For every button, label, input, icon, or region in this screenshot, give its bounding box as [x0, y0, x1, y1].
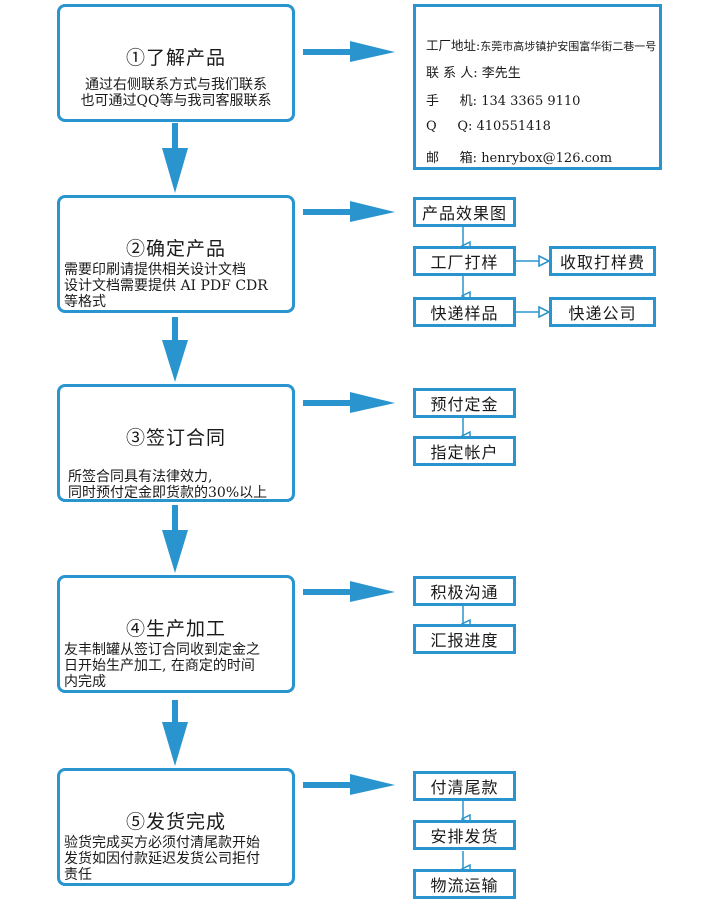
step2-boxes-arrow	[303, 201, 395, 222]
phone-value: 134 3365 9110	[481, 94, 581, 109]
address-label: 工厂地址:	[426, 38, 481, 53]
step-delivery: ⑤发货完成 验货完成买方必须付清尾款开始 发货如因付款延迟发货公司拒付 责任	[57, 768, 295, 886]
box-designated-account: 指定帐户	[413, 436, 516, 466]
box-product-effect: 产品效果图	[413, 197, 516, 227]
address-value: 东莞市高埗镇护安围富华街二巷一号	[480, 40, 657, 53]
step1-to-step2-arrow	[162, 123, 188, 193]
step-description: 通过右侧联系方式与我们联系 也可通过QQ等与我司客服联系	[80, 77, 272, 109]
step-description: 需要印刷请提供相关设计文档 设计文档需要提供 AI PDF CDR 等格式	[64, 262, 268, 310]
phone-label: 手 机:	[426, 94, 478, 109]
contact-person-row: 联 系 人: 李先生	[426, 62, 521, 81]
step4-to-step5-arrow	[162, 700, 188, 766]
box-express-sample: 快递样品	[413, 297, 516, 327]
step-description: 友丰制罐从签订合同收到定金之 日开始生产加工, 在商定的时间 内完成	[64, 642, 260, 690]
step-production: ④生产加工 友丰制罐从签订合同收到定金之 日开始生产加工, 在商定的时间 内完成	[57, 575, 295, 693]
step1-contact-arrow	[303, 41, 395, 62]
step2-to-step3-arrow	[162, 317, 188, 382]
step5-boxes-arrow	[303, 774, 395, 795]
main-flow-arrows	[162, 123, 188, 766]
step-description: 验货完成买方必须付清尾款开始 发货如因付款延迟发货公司拒付 责任	[64, 835, 260, 883]
step-title: ⑤发货完成	[125, 811, 226, 833]
step-sign-contract: ③签订合同 所签合同具有法律效力, 同时预付定金即货款的30%以上	[57, 384, 295, 502]
step-understand-product: ①了解产品 通过右侧联系方式与我们联系 也可通过QQ等与我司客服联系	[57, 4, 295, 122]
qq-row: Q Q: 410551418	[426, 119, 551, 134]
email-value: henrybox@126.com	[481, 151, 613, 166]
step-title: ②确定产品	[125, 238, 226, 260]
box-arrange-shipment: 安排发货	[413, 820, 516, 850]
step-title: ①了解产品	[125, 47, 226, 69]
step3-to-step4-arrow	[162, 505, 188, 573]
small-connectors	[463, 226, 548, 869]
box-prepay-deposit: 预付定金	[413, 388, 516, 418]
box-report-progress: 汇报进度	[413, 624, 516, 654]
step-title: ③签订合同	[125, 427, 226, 449]
step-confirm-product: ②确定产品 需要印刷请提供相关设计文档 设计文档需要提供 AI PDF CDR …	[57, 195, 295, 313]
box-logistics: 物流运输	[413, 869, 516, 899]
email-row: 邮 箱: henrybox@126.com	[426, 147, 612, 166]
contact-person-value: 李先生	[481, 66, 521, 81]
step4-boxes-arrow	[303, 581, 395, 602]
email-label: 邮 箱:	[426, 151, 478, 166]
box-express-company: 快递公司	[549, 297, 656, 327]
box-final-payment: 付清尾款	[413, 771, 516, 801]
side-arrows	[303, 41, 395, 795]
step3-boxes-arrow	[303, 392, 395, 413]
qq-label: Q Q:	[426, 119, 473, 134]
contact-info-box: 工厂地址:东莞市高埗镇护安围富华街二巷一号 联 系 人: 李先生 手 机: 13…	[413, 4, 662, 170]
box-factory-proof: 工厂打样	[413, 246, 516, 276]
address-row: 工厂地址:东莞市高埗镇护安围富华街二巷一号	[426, 35, 656, 54]
box-proof-fee: 收取打样费	[549, 246, 656, 276]
qq-value: 410551418	[476, 119, 551, 134]
step-title: ④生产加工	[125, 618, 226, 640]
box-active-communication: 积极沟通	[413, 576, 516, 606]
contact-person-label: 联 系 人:	[426, 66, 478, 81]
phone-row: 手 机: 134 3365 9110	[426, 90, 580, 109]
step-description: 所签合同具有法律效力, 同时预付定金即货款的30%以上	[68, 469, 268, 501]
